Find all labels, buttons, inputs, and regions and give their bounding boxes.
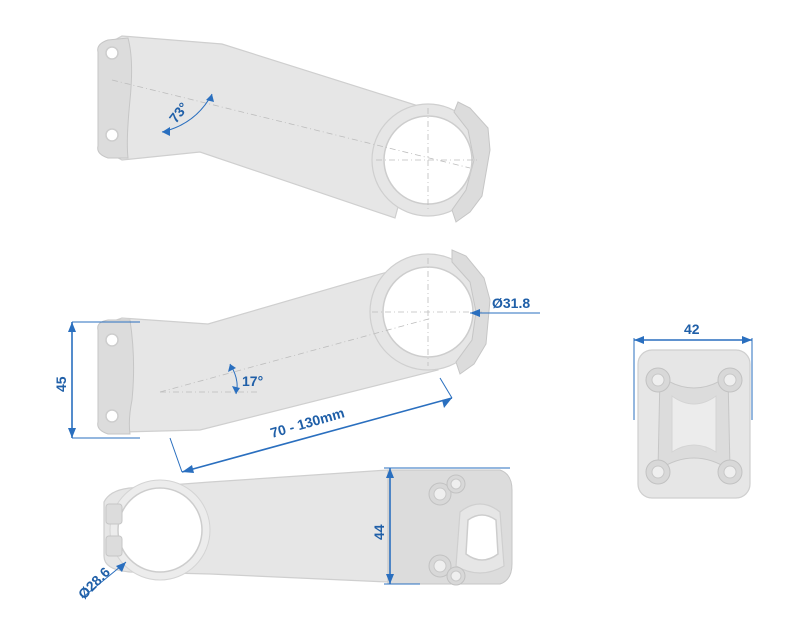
bolt-hole-lower [105, 128, 119, 142]
steerer-clamp-mid [97, 319, 135, 435]
stem-angle-label: 17° [242, 373, 263, 389]
bolt-hole-mid-upper [105, 333, 119, 347]
faceplate-center [671, 395, 717, 453]
stem-view-top: 44 Ø28.6 [75, 467, 513, 602]
bolt-hole-upper [105, 46, 119, 60]
bolt-hole-mid-lower [105, 409, 119, 423]
faceplate-width-label: 42 [684, 321, 700, 337]
stem-body-top [99, 35, 426, 219]
steerer-clamp-top [97, 37, 133, 159]
steerer-bore [117, 487, 203, 573]
faceplate-window [465, 514, 499, 561]
stem-view-rise: 73° [97, 35, 491, 223]
faceplate-front-view: 42 [633, 321, 753, 499]
faceplate-top [451, 101, 491, 223]
stem-view-side: 17° Ø31.8 45 70 - 130mm [53, 249, 540, 473]
height-44-label: 44 [371, 524, 387, 540]
height-45-label: 45 [53, 376, 69, 392]
steerer-diameter-label: Ø28.6 [75, 564, 113, 602]
faceplate-mid [451, 249, 491, 375]
clamp-diameter-label: Ø31.8 [492, 295, 530, 311]
